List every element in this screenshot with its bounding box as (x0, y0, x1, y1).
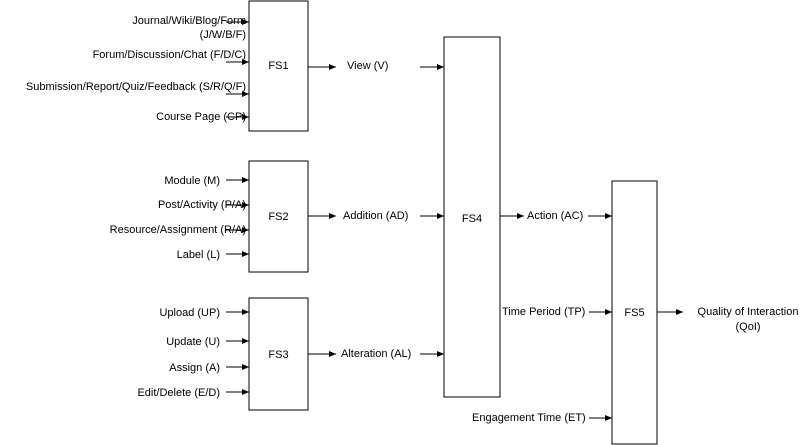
fs2-input-label: Resource/Assignment (R/A) (110, 224, 246, 236)
fs2-label: FS2 (268, 211, 288, 223)
fs1-input-label: Submission/Report/Quiz/Feedback (S/R/Q/F… (26, 81, 246, 93)
fs5-label: FS5 (624, 307, 644, 319)
fs3-input-label: Assign (A) (169, 362, 220, 374)
fs4-box (443, 36, 501, 398)
addition-label: Addition (AD) (343, 210, 408, 222)
fs2-input-label: Label (L) (177, 249, 220, 261)
output-label: Quality of Interaction (698, 306, 799, 318)
action-label: Action (AC) (527, 210, 583, 222)
view-label: View (V) (347, 60, 388, 72)
fs5-box (611, 180, 658, 445)
fs2-box (248, 160, 309, 273)
fs3-label: FS3 (268, 349, 288, 361)
engagement-time-label: Engagement Time (ET) (472, 412, 586, 424)
fs1-box (248, 0, 309, 132)
fs1-input-label: Forum/Discussion/Chat (F/D/C) (93, 49, 246, 61)
fs3-input-label: Edit/Delete (E/D) (137, 387, 220, 399)
fs1-label: FS1 (268, 60, 288, 72)
fs1-input-label: Journal/Wiki/Blog/Form (132, 15, 246, 27)
fs3-input-label: Upload (UP) (159, 307, 220, 319)
fs3-box (248, 297, 309, 411)
alteration-label: Alteration (AL) (341, 348, 411, 360)
fs2-input-label: Module (M) (164, 175, 220, 187)
fs1-input-label: (J/W/B/F) (200, 29, 246, 41)
fs4-label: FS4 (462, 213, 482, 225)
fs1-input-label: Course Page (CP) (156, 111, 246, 123)
fs2-input-label: Post/Activity (P/A) (158, 199, 246, 211)
fs3-input-label: Update (U) (166, 336, 220, 348)
output-label: (QoI) (735, 321, 760, 333)
time-period-label: Time Period (TP) (502, 306, 585, 318)
